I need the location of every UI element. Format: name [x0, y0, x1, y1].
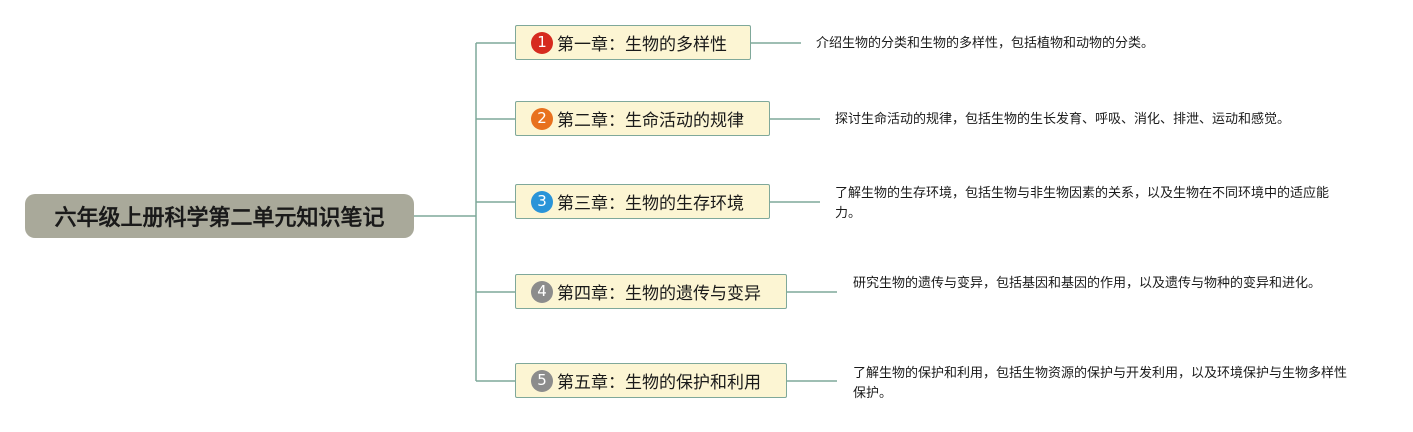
chapter-node-5[interactable]: 5 第五章：生物的保护和利用: [515, 363, 787, 398]
chapter-node-3[interactable]: 3 第三章：生物的生存环境: [515, 184, 770, 219]
chapter-description-4: 研究生物的遗传与变异，包括基因和基因的作用，以及遗传与物种的变异和进化。: [853, 276, 1322, 291]
chapter-node-4[interactable]: 4 第四章：生物的遗传与变异: [515, 274, 787, 309]
chapter-node-1[interactable]: 1 第一章：生物的多样性: [515, 25, 751, 60]
chapter-description-2: 探讨生命活动的规律，包括生物的生长发育、呼吸、消化、排泄、运动和感觉。: [835, 112, 1291, 127]
chapter-label-5: 第五章：生物的保护和利用: [557, 373, 761, 393]
chapter-label-3: 第三章：生物的生存环境: [557, 194, 744, 214]
chapter-description-1: 介绍生物的分类和生物的多样性，包括植物和动物的分类。: [816, 36, 1155, 51]
chapter-number-badge-4: 4: [531, 280, 553, 303]
chapter-label-4: 第四章：生物的遗传与变异: [557, 284, 761, 304]
chapter-node-2[interactable]: 2 第二章：生命活动的规律: [515, 101, 770, 136]
root-topic[interactable]: 六年级上册科学第二单元知识笔记: [25, 194, 414, 238]
chapter-description-5: 了解生物的保护和利用，包括生物资源的保护与开发利用，以及环境保护与生物多样性保护…: [853, 366, 1348, 401]
chapter-number-badge-3: 3: [531, 190, 553, 213]
chapter-number-badge-5: 5: [531, 369, 553, 392]
chapter-number-badge-1: 1: [531, 31, 553, 54]
root-title: 六年级上册科学第二单元知识笔记: [54, 206, 385, 231]
chapter-number-badge-2: 2: [531, 107, 553, 130]
chapter-label-2: 第二章：生命活动的规律: [557, 111, 744, 131]
chapter-description-3: 了解生物的生存环境，包括生物与非生物因素的关系，以及生物在不同环境中的适应能力。: [835, 186, 1330, 221]
chapter-label-1: 第一章：生物的多样性: [557, 35, 727, 55]
